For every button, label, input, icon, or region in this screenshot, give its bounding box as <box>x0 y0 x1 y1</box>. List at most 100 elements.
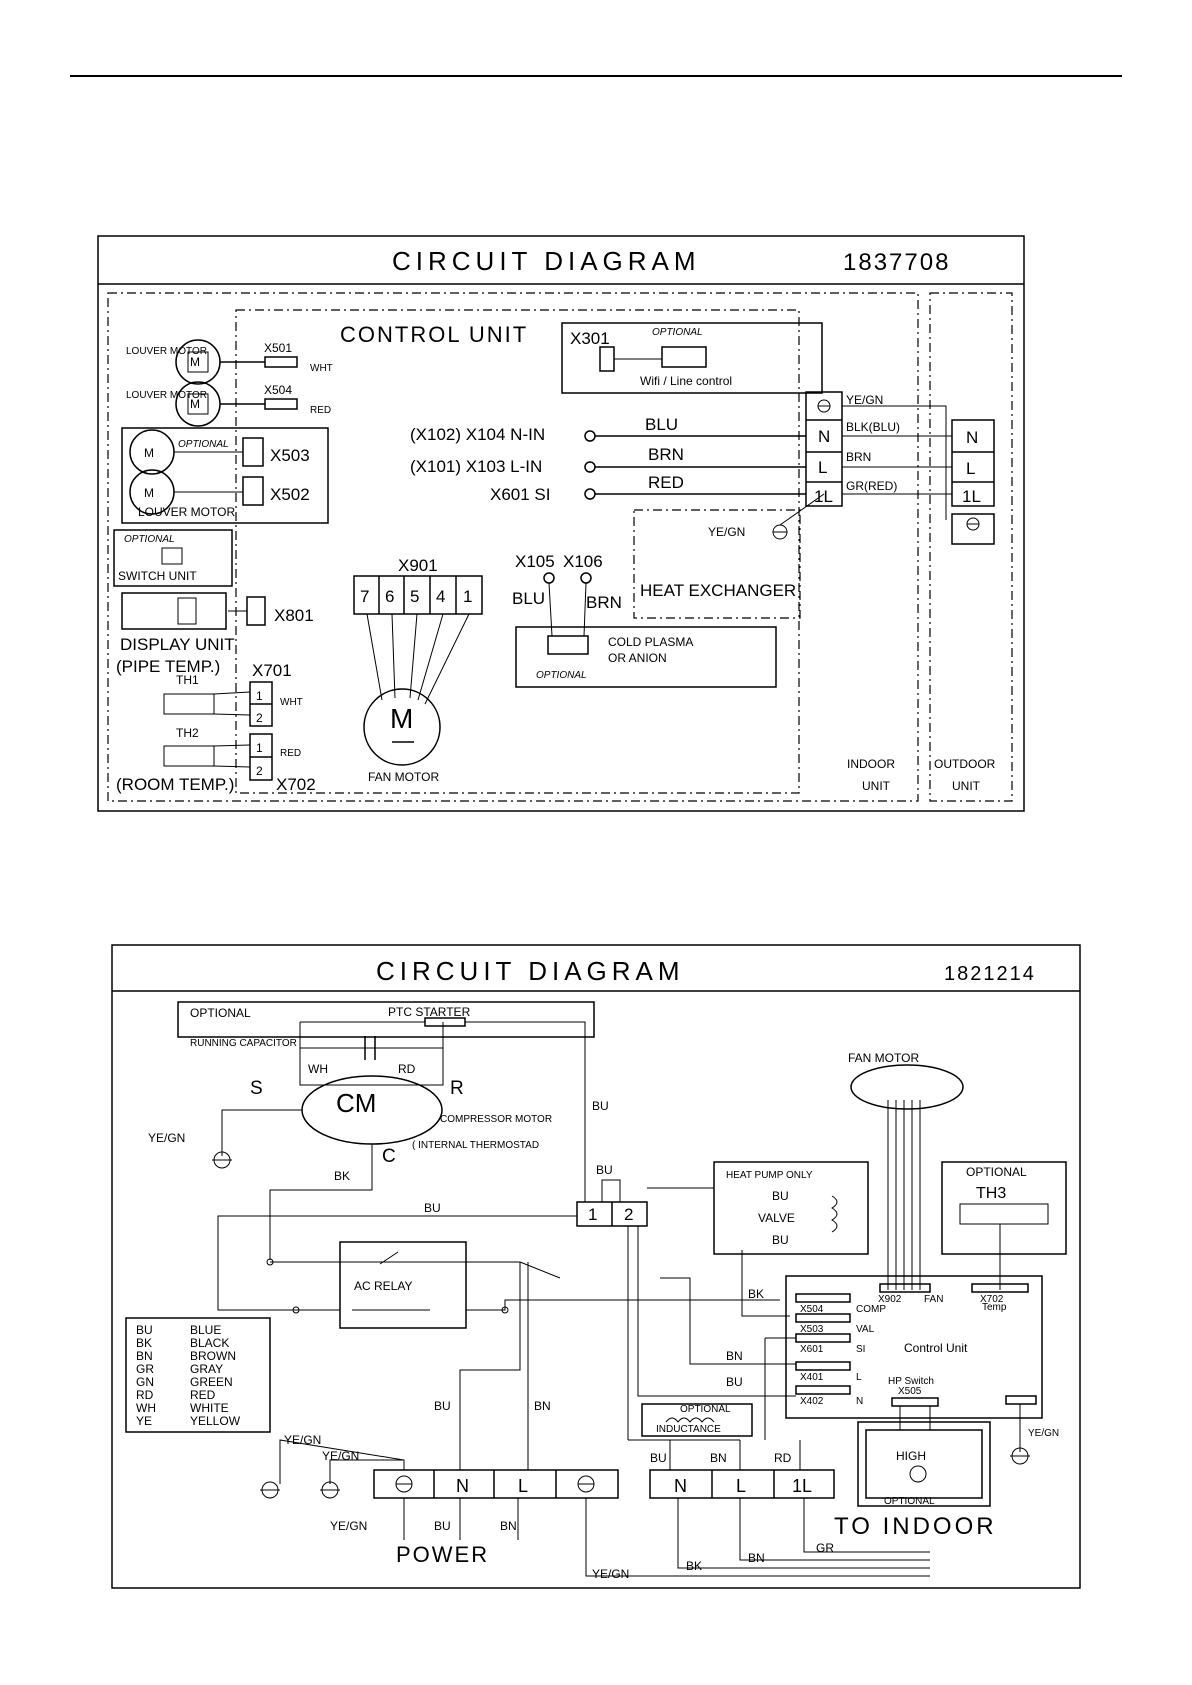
red-wire-label: RED <box>648 473 684 492</box>
diagram1-number: 1837708 <box>843 249 950 276</box>
wh-label: WH <box>308 1062 328 1076</box>
room-temp-label: (ROOM TEMP.) <box>116 775 234 794</box>
th2-label: TH2 <box>176 726 199 740</box>
switch-unit-box <box>113 529 233 587</box>
x701-pin-2: 2 <box>256 711 263 725</box>
louver-motor-2: M <box>175 381 298 427</box>
x801-label: X801 <box>274 606 314 625</box>
switch-optional-label: OPTIONAL <box>124 534 175 545</box>
bk-valve-label: BK <box>748 1287 764 1301</box>
indoor-term-l-2: L <box>736 1476 746 1496</box>
inductance-label: INDUCTANCE <box>656 1424 721 1435</box>
indoor-term-1l-2: 1L <box>792 1476 812 1496</box>
x702-pin-1: 1 <box>256 741 263 755</box>
legend-code: BU <box>136 1323 153 1337</box>
th3-sensor <box>959 1203 1049 1225</box>
inductance-box <box>641 1403 753 1437</box>
l-label-2: L <box>856 1372 862 1383</box>
louver-motor-label: LOUVER MOTOR <box>138 505 235 519</box>
rd-indoor-label: RD <box>774 1451 792 1465</box>
x401-label-2: X401 <box>800 1372 824 1383</box>
cold-plasma-module <box>547 635 589 655</box>
x801-connector <box>246 596 266 626</box>
indoor-unit-label: UNIT <box>862 779 891 793</box>
inductance-coil <box>665 1417 715 1423</box>
outdoor-unit-boundary <box>929 292 1013 802</box>
rd-label: RD <box>398 1062 416 1076</box>
power-label: POWER <box>396 1542 489 1567</box>
x301-label: X301 <box>570 329 610 348</box>
legend-code: BN <box>136 1349 153 1363</box>
legend-code: GR <box>136 1362 154 1376</box>
terminal-2-label: 2 <box>624 1205 633 1224</box>
x504-label: X504 <box>264 383 292 397</box>
red-label-2: RED <box>280 748 301 759</box>
ptc-starter-symbol <box>424 1017 466 1027</box>
heat-pump-only-label: HEAT PUMP ONLY <box>726 1170 813 1181</box>
x601-label-2: X601 <box>800 1344 824 1355</box>
bn-supply-label: BN <box>500 1519 517 1533</box>
diagram1-title: CIRCUIT DIAGRAM <box>392 246 701 276</box>
th3-optional-label: OPTIONAL <box>966 1165 1027 1179</box>
fan-label-2: FAN <box>924 1294 943 1305</box>
x503-label: X503 <box>270 446 310 465</box>
valve-label: VALVE <box>758 1211 795 1225</box>
x503-connector <box>242 437 264 467</box>
bn-indoor-label-2: BN <box>748 1551 765 1565</box>
indoor-term-1l: 1L <box>814 487 833 506</box>
diagram2-frame <box>111 944 1081 1589</box>
outdoor-unit-label: UNIT <box>952 779 981 793</box>
bn-indoor-label: BN <box>710 1451 727 1465</box>
brn-wire-label: BRN <box>648 445 684 464</box>
x501-label: X501 <box>264 341 292 355</box>
running-capacitor-label: RUNNING CAPACITOR <box>190 1038 297 1049</box>
x402-connector-2 <box>795 1385 851 1395</box>
legend-code: WH <box>136 1401 156 1415</box>
ye-gn-control-label: YE/GN <box>1028 1428 1059 1439</box>
bu-control-label: BU <box>726 1375 743 1389</box>
heat-exchanger-boundary <box>633 509 801 619</box>
x702-pin-2: 2 <box>256 764 263 778</box>
x901-pin: 5 <box>410 587 419 606</box>
fan-motor-label-2: FAN MOTOR <box>848 1051 919 1065</box>
pipe-temp-label: (PIPE TEMP.) <box>116 657 220 676</box>
heat-pump-box <box>713 1161 869 1255</box>
power-term-l: L <box>518 1476 528 1496</box>
wifi-optional-label: OPTIONAL <box>652 327 703 338</box>
terminal-c-label: C <box>382 1146 396 1167</box>
svg-text:M: M <box>190 397 200 411</box>
ye-gn-power-label-1: YE/GN <box>284 1433 321 1447</box>
legend-name: BROWN <box>190 1349 236 1363</box>
circuit-diagram-1: CIRCUIT DIAGRAM 1837708 CONTROL UNIT M L… <box>97 235 1025 812</box>
fan-motor-symbol <box>363 688 441 766</box>
x701-label: X701 <box>252 661 292 680</box>
n-in-label: (X102) X104 N-IN <box>410 425 545 444</box>
x601-connector-2 <box>795 1333 851 1343</box>
hp-switch-optional-inner <box>865 1429 983 1499</box>
x105-label: X105 <box>515 552 555 571</box>
louver-motor-2-label: LOUVER MOTOR <box>126 390 207 401</box>
x106-terminal <box>580 572 592 584</box>
x901-pin: 7 <box>360 587 369 606</box>
hp-switch-symbol <box>909 1465 927 1483</box>
ye-gn-indoor-label: YE/GN <box>592 1567 629 1581</box>
brn-wire-label-2: BRN <box>846 450 871 464</box>
ac-relay-label: AC RELAY <box>354 1279 412 1293</box>
th1-label: TH1 <box>176 673 199 687</box>
ptc-optional-label: OPTIONAL <box>190 1006 251 1020</box>
l-in-label: (X101) X103 L-IN <box>410 457 542 476</box>
x901-pins: 7 6 5 4 1 <box>360 576 472 614</box>
control-unit-label: CONTROL UNIT <box>340 322 528 347</box>
power-terminal-block <box>373 1469 619 1499</box>
cold-plasma-label: COLD PLASMA <box>608 635 693 649</box>
legend-code: BK <box>136 1336 152 1350</box>
ye-gn-compressor-label: YE/GN <box>148 1131 185 1145</box>
x505-label: X505 <box>898 1386 922 1397</box>
red-label-1: RED <box>310 405 331 416</box>
x106-label: X106 <box>563 552 603 571</box>
to-indoor-terminal-block <box>649 1469 835 1499</box>
compressor-cm-label: CM <box>336 1088 376 1118</box>
outdoor-term-1l: 1L <box>962 487 981 506</box>
